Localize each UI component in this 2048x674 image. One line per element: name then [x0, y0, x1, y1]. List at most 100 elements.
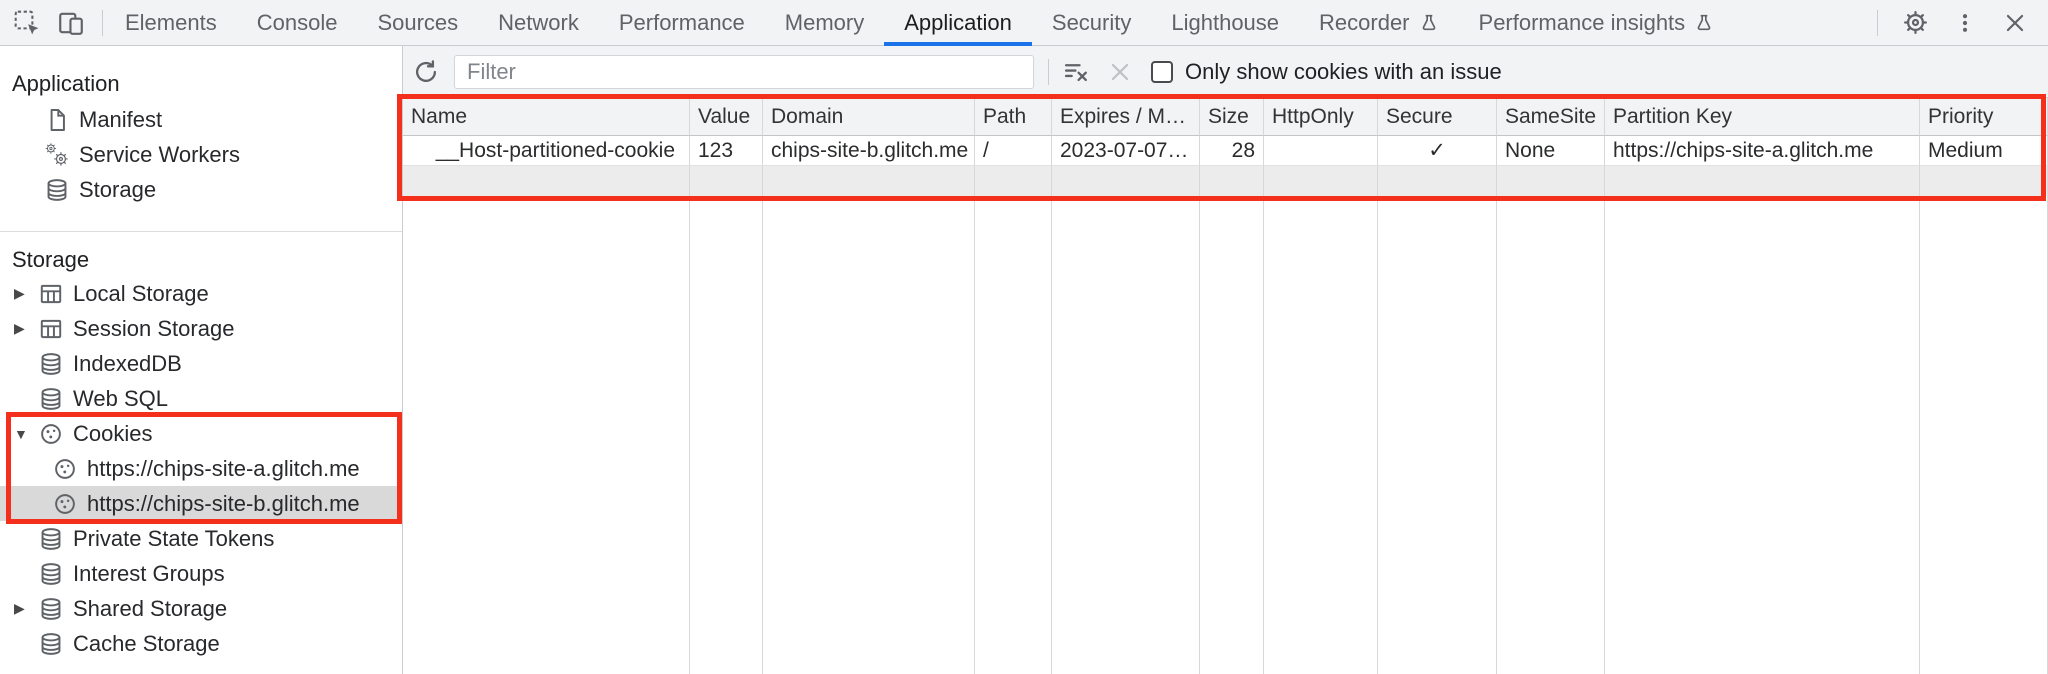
sidebar-item-shared-storage[interactable]: ▶ Shared Storage: [0, 591, 402, 626]
database-icon: [38, 526, 64, 552]
empty-stripe-cell: [1052, 166, 1200, 196]
delete-cookies-icon[interactable]: [1105, 57, 1135, 87]
column-header-priority[interactable]: Priority: [1920, 98, 2048, 136]
more-options-kebab-icon[interactable]: [1950, 8, 1980, 38]
tab-security[interactable]: Security: [1051, 9, 1132, 35]
issue-filter-checkbox-label[interactable]: Only show cookies with an issue: [1185, 58, 1502, 84]
issue-filter-checkbox[interactable]: [1151, 60, 1173, 83]
empty-stripe-cell: [1497, 166, 1605, 196]
cell-cookie-httponly[interactable]: [1264, 136, 1378, 166]
sidebar-item-label: Cache Storage: [73, 630, 220, 656]
empty-stripe-cell: [403, 166, 690, 196]
cell-cookie-size[interactable]: 28: [1200, 136, 1264, 166]
document-icon: [50, 108, 65, 131]
sidebar-item-interest-groups[interactable]: Interest Groups: [0, 556, 402, 591]
panel-tabs: Elements Console Sources Network Perform…: [105, 0, 1857, 46]
empty-cell: [1605, 196, 1920, 674]
cookies-toolbar: Only show cookies with an issue: [403, 46, 2048, 98]
sidebar-item-label: https://chips-site-a.glitch.me: [87, 455, 360, 481]
database-icon: [38, 596, 64, 622]
empty-cell: [1264, 196, 1378, 674]
empty-cell: [1200, 196, 1264, 674]
cookies-table: Name Value Domain Path Expires / M… Size…: [403, 98, 2048, 674]
sidebar-item-service-workers[interactable]: Service Workers: [0, 137, 402, 172]
tab-application[interactable]: Application: [884, 0, 1032, 46]
database-icon: [44, 177, 70, 203]
tab-sources[interactable]: Sources: [377, 9, 459, 35]
expand-expanded-icon[interactable]: ▼: [14, 425, 28, 442]
cell-cookie-secure-check[interactable]: ✓: [1378, 136, 1497, 166]
settings-gear-icon[interactable]: [1900, 8, 1930, 38]
filter-input[interactable]: [454, 54, 1034, 89]
database-icon: [38, 351, 64, 377]
sidebar-item-cookies[interactable]: ▼ Cookies: [0, 416, 402, 451]
column-header-domain[interactable]: Domain: [763, 98, 975, 136]
sidebar-section-divider: [0, 231, 402, 232]
sidebar-item-cookie-origin-b-selected[interactable]: https://chips-site-b.glitch.me: [0, 486, 402, 521]
cell-cookie-path[interactable]: /: [975, 136, 1052, 166]
inspect-element-icon[interactable]: [12, 8, 42, 38]
column-header-httponly[interactable]: HttpOnly: [1264, 98, 1378, 136]
sidebar-item-storage[interactable]: Storage: [0, 172, 402, 207]
cell-cookie-priority[interactable]: Medium: [1920, 136, 2048, 166]
cell-cookie-domain[interactable]: chips-site-b.glitch.me: [763, 136, 975, 166]
empty-stripe-cell: [1920, 166, 2048, 196]
sidebar-item-label: Cookies: [73, 420, 153, 446]
cookies-panel: Only show cookies with an issue Name Val…: [403, 46, 2048, 674]
sidebar-item-web-sql[interactable]: Web SQL: [0, 381, 402, 416]
tab-performance-insights[interactable]: Performance insights: [1459, 0, 1735, 46]
refresh-icon[interactable]: [411, 57, 441, 87]
experiment-flask-icon: [1419, 13, 1439, 33]
tab-lighthouse[interactable]: Lighthouse: [1171, 9, 1280, 35]
cookie-icon: [38, 421, 64, 447]
experiment-flask-icon: [1694, 13, 1714, 33]
application-sidebar: Application Manifest Service Workers: [0, 46, 403, 674]
cell-cookie-expires[interactable]: 2023-07-07…: [1052, 136, 1200, 166]
column-header-samesite[interactable]: SameSite: [1497, 98, 1605, 136]
sidebar-item-cache-storage[interactable]: Cache Storage: [0, 626, 402, 661]
expand-collapsed-icon[interactable]: ▶: [14, 600, 25, 616]
column-header-expires[interactable]: Expires / M…: [1052, 98, 1200, 136]
tab-recorder[interactable]: Recorder: [1299, 0, 1458, 46]
toolbar-divider: [1877, 9, 1878, 36]
empty-cell: [690, 196, 763, 674]
column-header-secure[interactable]: Secure: [1378, 98, 1497, 136]
expand-collapsed-icon[interactable]: ▶: [14, 285, 25, 301]
sidebar-item-private-state-tokens[interactable]: Private State Tokens: [0, 521, 402, 556]
tab-memory[interactable]: Memory: [784, 9, 865, 35]
column-header-path[interactable]: Path: [975, 98, 1052, 136]
tab-network[interactable]: Network: [498, 9, 579, 35]
gears-icon: [44, 142, 70, 168]
cell-cookie-partition-key[interactable]: https://chips-site-a.glitch.me: [1605, 136, 1920, 166]
column-header-size[interactable]: Size: [1200, 98, 1264, 136]
expand-collapsed-icon[interactable]: ▶: [14, 320, 25, 336]
empty-cell: [1052, 196, 1200, 674]
sidebar-item-indexeddb[interactable]: IndexedDB: [0, 346, 402, 381]
column-header-value[interactable]: Value: [690, 98, 763, 136]
sidebar-item-session-storage[interactable]: ▶ Session Storage: [0, 311, 402, 346]
sidebar-item-label: Manifest: [79, 106, 163, 132]
column-header-name[interactable]: Name: [403, 98, 690, 136]
tab-performance[interactable]: Performance: [618, 9, 745, 35]
sidebar-item-cookie-origin-a[interactable]: https://chips-site-a.glitch.me: [0, 451, 402, 486]
devtools-tabbar: Elements Console Sources Network Perform…: [0, 0, 2048, 46]
clear-filter-icon[interactable]: [1061, 57, 1091, 87]
cell-cookie-name[interactable]: __Host-partitioned-cookie: [403, 136, 690, 166]
cookie-icon: [52, 456, 78, 482]
column-header-partition-key[interactable]: Partition Key: [1605, 98, 1920, 136]
tab-elements[interactable]: Elements: [125, 9, 217, 35]
cell-cookie-samesite[interactable]: None: [1497, 136, 1605, 166]
sidebar-item-manifest[interactable]: Manifest: [0, 102, 402, 137]
tab-console[interactable]: Console: [256, 9, 338, 35]
sidebar-item-local-storage[interactable]: ▶ Local Storage: [0, 276, 402, 311]
cookie-icon: [52, 491, 78, 517]
close-devtools-icon[interactable]: [2000, 8, 2030, 38]
empty-stripe-cell: [975, 166, 1052, 196]
empty-cell: [1497, 196, 1605, 674]
cell-cookie-value[interactable]: 123: [690, 136, 763, 166]
device-toolbar-icon[interactable]: [56, 8, 86, 38]
tab-recorder-label: Recorder: [1319, 9, 1410, 35]
empty-cell: [763, 196, 975, 674]
sidebar-item-label: Session Storage: [73, 315, 235, 341]
